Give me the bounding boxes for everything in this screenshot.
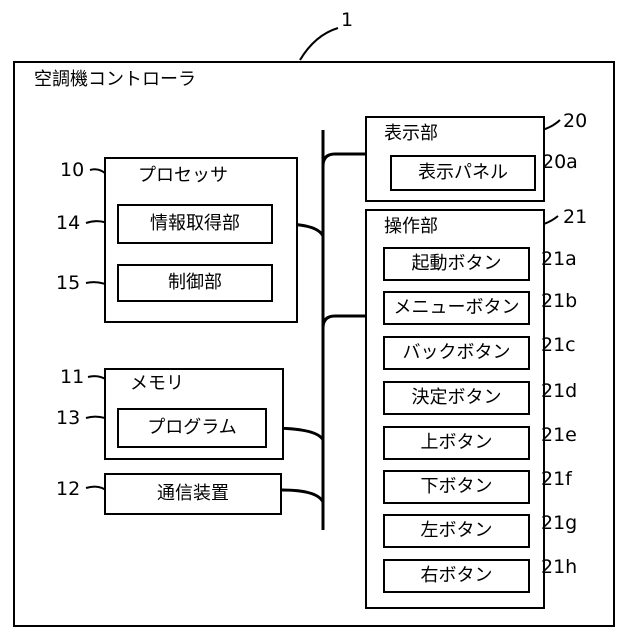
leader-line-1 (300, 28, 338, 60)
controller-label: 空調機コントローラ (34, 69, 196, 91)
control-unit-label: 制御部 (168, 272, 222, 294)
display-panel-box: 表示パネル (390, 155, 536, 191)
processor-label: プロセッサ (138, 165, 228, 187)
memory-label: メモリ (130, 373, 184, 395)
menu-button-ref: 21b (541, 290, 577, 312)
memory-ref: 11 (60, 366, 84, 388)
back-button-ref: 21c (541, 334, 576, 356)
down-button-ref: 21f (541, 468, 572, 490)
up-button-label: 上ボタン (421, 432, 493, 454)
menu-button-label: メニューボタン (394, 297, 520, 319)
program-box: プログラム (117, 408, 267, 448)
control-unit-box: 制御部 (117, 264, 273, 302)
figure-ref: 1 (341, 9, 353, 31)
operation-ref: 21 (563, 206, 587, 228)
communication-label: 通信装置 (157, 483, 229, 505)
start-button-label: 起動ボタン (412, 253, 502, 275)
enter-button-ref: 21d (541, 380, 577, 402)
back-button-label: バックボタン (403, 342, 511, 364)
back-button-box: バックボタン (383, 336, 530, 370)
enter-button-label: 決定ボタン (412, 387, 502, 409)
left-button-ref: 21g (541, 512, 577, 534)
left-button-label: 左ボタン (421, 520, 493, 542)
processor-ref: 10 (60, 159, 84, 181)
communication-box: 通信装置 (104, 473, 282, 515)
program-label: プログラム (147, 417, 236, 439)
info-acquisition-label: 情報取得部 (150, 213, 240, 235)
up-button-box: 上ボタン (383, 426, 530, 460)
start-button-ref: 21a (541, 248, 577, 270)
display-panel-ref: 20a (542, 151, 578, 173)
left-button-box: 左ボタン (383, 514, 530, 548)
control-unit-ref: 15 (56, 272, 80, 294)
down-button-label: 下ボタン (421, 476, 493, 498)
down-button-box: 下ボタン (383, 470, 530, 504)
display-label: 表示部 (384, 123, 438, 145)
right-button-box: 右ボタン (383, 559, 530, 593)
info-acquisition-box: 情報取得部 (117, 204, 273, 244)
display-ref: 20 (563, 110, 587, 132)
right-button-label: 右ボタン (421, 565, 493, 587)
display-panel-label: 表示パネル (418, 162, 508, 184)
start-button-box: 起動ボタン (383, 247, 530, 281)
enter-button-box: 決定ボタン (383, 381, 530, 415)
program-ref: 13 (56, 407, 80, 429)
up-button-ref: 21e (541, 424, 577, 446)
menu-button-box: メニューボタン (383, 291, 530, 325)
info-acquisition-ref: 14 (56, 212, 80, 234)
right-button-ref: 21h (541, 556, 577, 578)
operation-label: 操作部 (384, 216, 438, 238)
communication-ref: 12 (56, 478, 80, 500)
